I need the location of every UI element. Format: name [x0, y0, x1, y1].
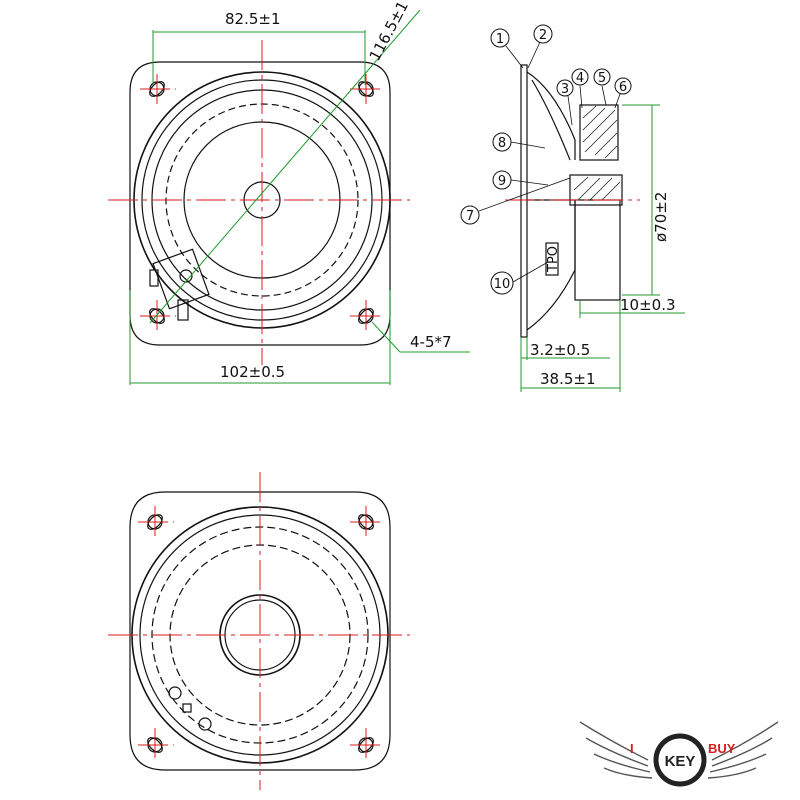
- svg-text:9: 9: [498, 174, 506, 189]
- side-terminal: [545, 242, 559, 276]
- callout-1: 1: [490, 28, 510, 48]
- svg-text:4: 4: [576, 71, 584, 86]
- callout-5: 5: [593, 68, 611, 86]
- svg-text:5: 5: [598, 71, 606, 86]
- side-hatching: [573, 105, 621, 201]
- side-cone-top: [526, 71, 576, 160]
- svg-text:8: 8: [498, 136, 506, 151]
- dim-mount-holes: 4-5*7: [410, 333, 452, 351]
- logo-left-text: I: [630, 741, 634, 756]
- brand-logo: I KEY BUY: [579, 721, 779, 787]
- front-view: [129, 61, 391, 346]
- callout-8: 8: [492, 132, 512, 152]
- side-flange: [520, 64, 528, 338]
- svg-text:6: 6: [619, 80, 627, 95]
- dim-depth-flange: 3.2±0.5: [530, 341, 590, 359]
- dim-total-depth: 38.5±1: [540, 370, 596, 388]
- side-cone-inner: [531, 79, 571, 161]
- side-frame-body: [574, 199, 621, 301]
- svg-text:3: 3: [561, 82, 569, 97]
- svg-text:2: 2: [539, 28, 547, 43]
- svg-text:1: 1: [496, 32, 504, 47]
- dim-diameter: ø70±2: [652, 192, 670, 242]
- logo-key-text: KEY: [665, 753, 696, 770]
- callout-4: 4: [571, 68, 589, 86]
- rear-frame: [129, 491, 391, 771]
- front-terminal: [149, 248, 210, 321]
- logo-wing-left: [579, 721, 653, 779]
- logo-right-text: BUY: [708, 741, 736, 756]
- side-magnet-bottom: [569, 174, 623, 206]
- rear-terminals: [168, 686, 212, 731]
- dim-frame-width: 102±0.5: [220, 363, 285, 381]
- svg-text:7: 7: [466, 209, 474, 224]
- side-terminal-label: TPO: [546, 246, 561, 273]
- side-magnet-top: [579, 104, 619, 161]
- callout-2: 2: [533, 24, 553, 44]
- dim-depth-magnet: 10±0.3: [620, 296, 676, 314]
- callout-leaders: [478, 41, 621, 283]
- callout-markers: 1 2 3 4 5 6 8 9 7 10: [460, 24, 632, 295]
- callout-3: 3: [556, 79, 574, 97]
- dim-top-width: 82.5±1: [225, 10, 281, 28]
- svg-text:10: 10: [494, 277, 511, 292]
- callout-9: 9: [492, 170, 512, 190]
- front-dimension-lines: [129, 9, 470, 385]
- side-dimension-lines: [520, 104, 685, 392]
- callout-7: 7: [460, 205, 480, 225]
- callout-6: 6: [614, 77, 632, 95]
- dim-diagonal: 116.5±1: [366, 0, 412, 64]
- logo-ring: [653, 733, 707, 787]
- rear-centerlines: [108, 472, 410, 790]
- logo-wing-right: [707, 721, 779, 779]
- front-frame: [129, 61, 391, 346]
- side-view: [520, 64, 623, 338]
- front-centerlines: [108, 40, 410, 365]
- callout-10: 10: [490, 271, 514, 295]
